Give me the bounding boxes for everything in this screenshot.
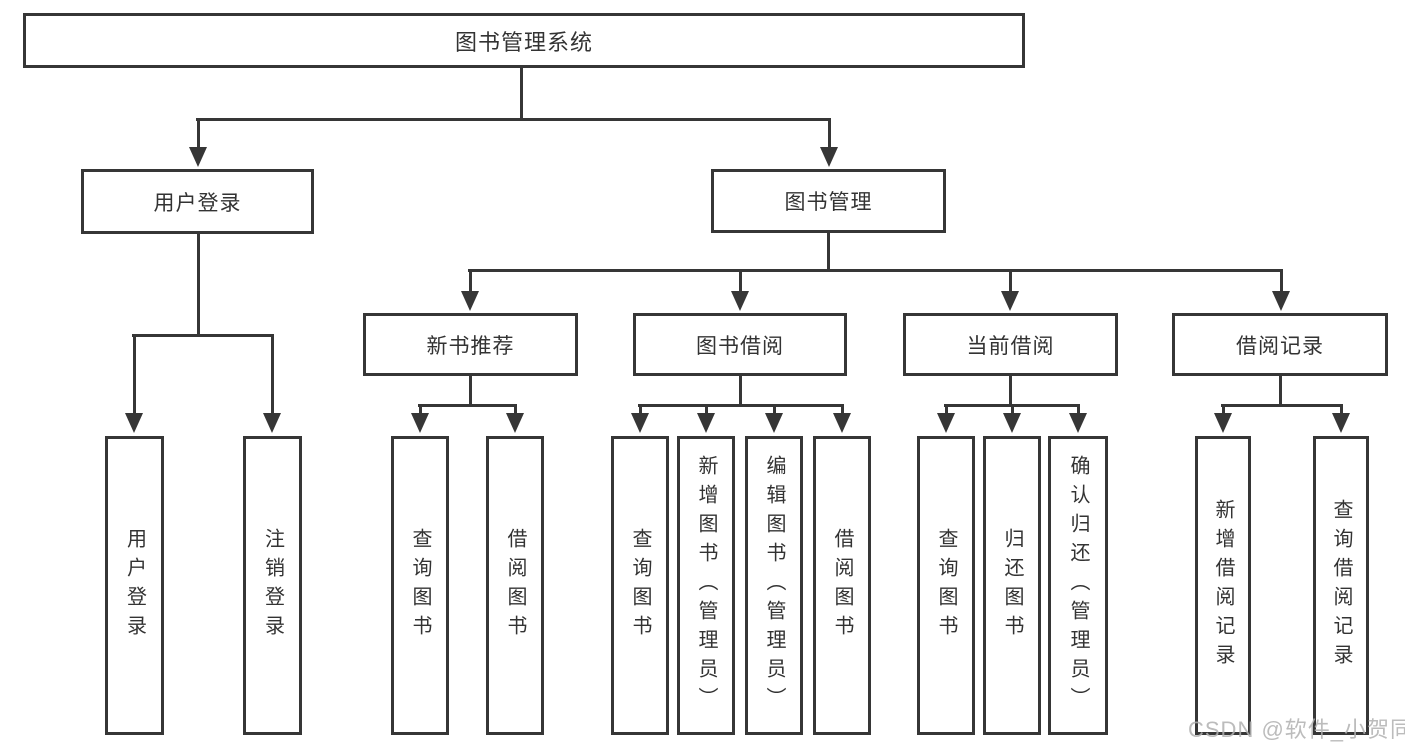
connector-line <box>944 404 1080 407</box>
node-leaf-query-books-1: 查询图书 <box>391 436 449 735</box>
connector-arrow-stub <box>1279 271 1283 292</box>
watermark: CSDN @软件_小贺同学 <box>1188 717 1405 742</box>
arrowhead-down-icon <box>937 413 955 433</box>
connector-arrow-stub <box>1221 406 1225 414</box>
connector-arrow-stub <box>196 120 200 148</box>
node-leaf-query-books-1-label: 查询图书 <box>409 527 431 644</box>
arrowhead-down-icon <box>697 413 715 433</box>
connector-line <box>196 234 200 337</box>
arrowhead-down-icon <box>1001 291 1019 311</box>
arrowhead-down-icon <box>1214 413 1232 433</box>
connector-arrow-stub <box>638 406 642 414</box>
arrowhead-down-icon <box>833 413 851 433</box>
node-leaf-add-borrow-record: 新增借阅记录 <box>1195 436 1251 735</box>
connector-line <box>1278 376 1282 407</box>
connector-line <box>418 404 517 407</box>
node-book-borrowing-label: 图书借阅 <box>696 334 784 358</box>
node-book-management: 图书管理 <box>711 169 946 233</box>
node-leaf-query-books-3: 查询图书 <box>917 436 975 735</box>
connector-line <box>638 404 844 407</box>
connector-arrow-stub <box>772 406 776 414</box>
connector-arrow-stub <box>468 271 472 292</box>
node-user-login-label: 用户登录 <box>153 191 242 215</box>
connector-line <box>468 376 472 407</box>
connector-line <box>132 334 274 337</box>
node-new-book-recommend: 新书推荐 <box>363 313 578 376</box>
node-leaf-borrow-books-2-label: 借阅图书 <box>831 527 853 644</box>
connector-arrow-stub <box>1339 406 1343 414</box>
node-leaf-add-borrow-record-label: 新增借阅记录 <box>1212 498 1234 673</box>
node-leaf-add-books-admin: 新增图书（管理员） <box>677 436 735 735</box>
connector-line <box>826 233 830 272</box>
connector-arrow-stub <box>944 406 948 414</box>
node-leaf-query-books-3-label: 查询图书 <box>935 527 957 644</box>
arrowhead-down-icon <box>731 291 749 311</box>
arrowhead-down-icon <box>506 413 524 433</box>
connector-arrow-stub <box>840 406 844 414</box>
arrowhead-down-icon <box>631 413 649 433</box>
connector-arrow-stub <box>827 120 831 148</box>
arrowhead-down-icon <box>1332 413 1350 433</box>
node-borrowing-records: 借阅记录 <box>1172 313 1388 376</box>
connector-arrow-stub <box>1076 406 1080 414</box>
node-leaf-return-books: 归还图书 <box>983 436 1041 735</box>
connector-line <box>519 68 523 120</box>
node-leaf-confirm-return-admin: 确认归还（管理员） <box>1048 436 1108 735</box>
connector-arrow-stub <box>738 271 742 292</box>
node-book-borrowing: 图书借阅 <box>633 313 847 376</box>
connector-arrow-stub <box>270 336 274 414</box>
node-leaf-logout-label: 注销登录 <box>261 527 284 644</box>
node-leaf-return-books-label: 归还图书 <box>1001 527 1023 644</box>
arrowhead-down-icon <box>765 413 783 433</box>
node-current-borrowing: 当前借阅 <box>903 313 1118 376</box>
connector-arrow-stub <box>704 406 708 414</box>
connector-line <box>1008 376 1012 407</box>
connector-arrow-stub <box>513 406 517 414</box>
node-leaf-user-login-label: 用户登录 <box>123 527 146 644</box>
connector-arrow-stub <box>132 336 136 414</box>
node-current-borrowing-label: 当前借阅 <box>966 334 1055 358</box>
node-root: 图书管理系统 <box>23 13 1025 68</box>
node-new-book-recommend-label: 新书推荐 <box>426 334 515 358</box>
connector-line <box>738 376 742 407</box>
connector-arrow-stub <box>418 406 422 414</box>
node-leaf-add-books-admin-label: 新增图书（管理员） <box>695 455 717 716</box>
node-leaf-logout: 注销登录 <box>243 436 302 735</box>
node-leaf-query-books-2: 查询图书 <box>611 436 669 735</box>
arrowhead-down-icon <box>1069 413 1087 433</box>
arrowhead-down-icon <box>820 147 838 167</box>
node-book-management-label: 图书管理 <box>784 191 873 214</box>
arrowhead-down-icon <box>263 413 281 433</box>
node-root-label: 图书管理系统 <box>454 29 593 55</box>
node-leaf-edit-books-admin-label: 编辑图书（管理员） <box>763 455 785 716</box>
connector-arrow-stub <box>1008 271 1012 292</box>
node-leaf-confirm-return-admin-label: 确认归还（管理员） <box>1067 455 1089 716</box>
node-leaf-edit-books-admin: 编辑图书（管理员） <box>745 436 803 735</box>
connector-line <box>196 118 831 121</box>
connector-line <box>1221 404 1343 407</box>
node-borrowing-records-label: 借阅记录 <box>1236 334 1324 358</box>
arrowhead-down-icon <box>461 291 479 311</box>
arrowhead-down-icon <box>1272 291 1290 311</box>
node-leaf-borrow-books-1: 借阅图书 <box>486 436 544 735</box>
node-leaf-borrow-books-2: 借阅图书 <box>813 436 871 735</box>
arrowhead-down-icon <box>411 413 429 433</box>
node-leaf-user-login: 用户登录 <box>105 436 164 735</box>
node-leaf-query-borrow-record: 查询借阅记录 <box>1313 436 1369 735</box>
arrowhead-down-icon <box>1003 413 1021 433</box>
node-leaf-query-books-2-label: 查询图书 <box>629 527 651 644</box>
connector-arrow-stub <box>1010 406 1014 414</box>
arrowhead-down-icon <box>189 147 207 167</box>
arrowhead-down-icon <box>125 413 143 433</box>
node-user-login: 用户登录 <box>81 169 314 234</box>
node-leaf-borrow-books-1-label: 借阅图书 <box>504 527 526 644</box>
node-leaf-query-borrow-record-label: 查询借阅记录 <box>1330 498 1352 673</box>
connector-line <box>468 269 1283 272</box>
